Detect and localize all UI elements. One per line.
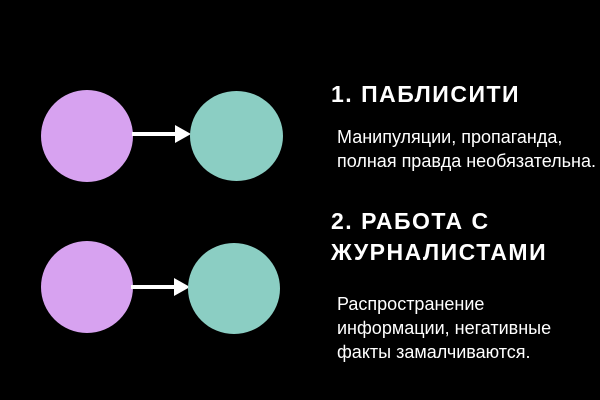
arrow-icon-2 (131, 278, 190, 296)
section-1-heading: 1. ПАБЛИСИТИ (331, 79, 520, 110)
section-1-heading-line: 1. ПАБЛИСИТИ (331, 81, 521, 107)
section-1-body-line-2: полная правда необязательна. (337, 151, 596, 171)
section-2-body: Распространение информации, негативные ф… (337, 292, 551, 364)
section-2-heading: 2. РАБОТА С ЖУРНАЛИСТАМИ (331, 206, 547, 268)
section-2-body-line-3: факты замалчиваются. (337, 342, 531, 362)
target-circle-1 (190, 91, 283, 181)
section-1-body-line-1: Манипуляции, пропаганда, (337, 127, 563, 147)
section-2-body-line-2: информации, негативные (337, 318, 552, 338)
target-circle-2 (188, 243, 280, 334)
section-2-heading-line-2: ЖУРНАЛИСТАМИ (331, 239, 548, 265)
section-2-heading-line-1: 2. РАБОТА С (331, 208, 490, 234)
arrow-icon-1 (132, 125, 191, 143)
section-1-body: Манипуляции, пропаганда, полная правда н… (337, 125, 596, 173)
section-2-body-line-1: Распространение (337, 294, 485, 314)
source-circle-2 (41, 241, 133, 333)
source-circle-1 (41, 90, 133, 182)
